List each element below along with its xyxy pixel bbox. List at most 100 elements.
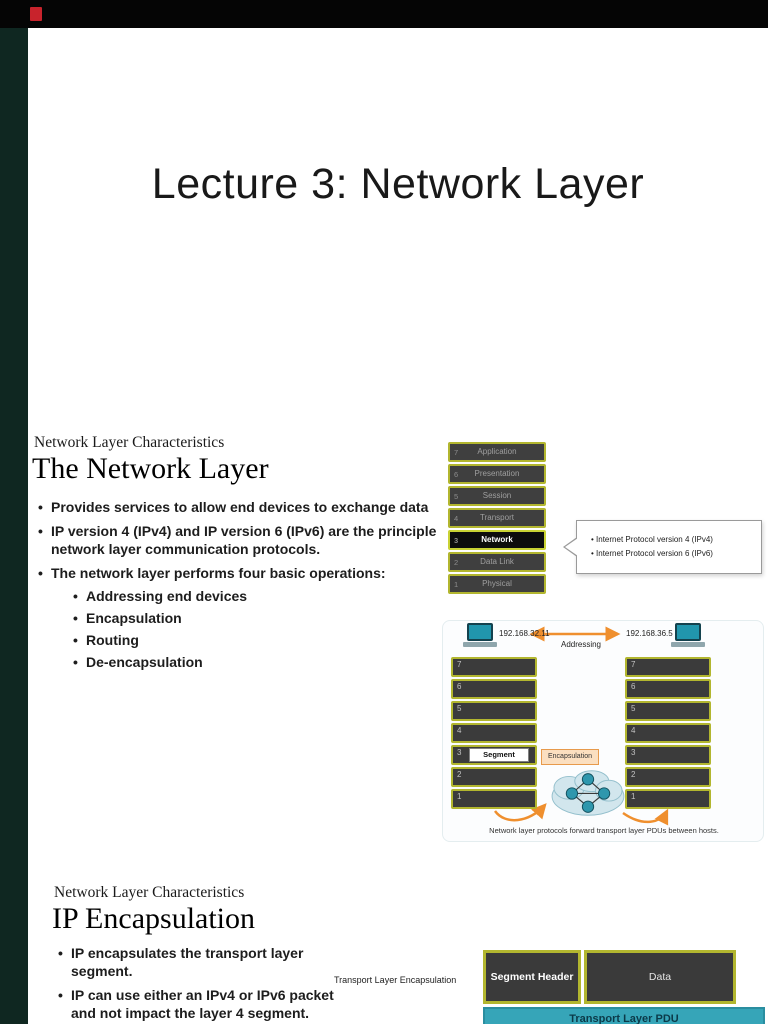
osi-layer-row: 2 Data Link bbox=[448, 552, 546, 572]
slide-kicker: Network Layer Characteristics bbox=[34, 434, 225, 451]
stack-row-number: 4 bbox=[457, 726, 462, 735]
stack-row: 4 bbox=[625, 723, 711, 743]
network-cloud-icon bbox=[551, 770, 625, 816]
osi-layer-row: 1 Physical bbox=[448, 574, 546, 594]
figure-label: Transport Layer Encapsulation bbox=[334, 975, 457, 985]
page-title: Lecture 3: Network Layer bbox=[151, 160, 645, 208]
document-page: Lecture 3: Network Layer Network Layer C… bbox=[28, 28, 768, 1024]
diagram-arrows-icon bbox=[493, 626, 669, 826]
layer-number: 2 bbox=[454, 558, 459, 567]
layer-number: 5 bbox=[454, 492, 459, 501]
slide-heading: The Network Layer bbox=[32, 452, 269, 485]
laptop-base bbox=[463, 642, 497, 647]
addressing-diagram: 192.168.32.11 Addressing 192.168.36.5 7 … bbox=[442, 620, 764, 842]
stack-row: 7 bbox=[451, 657, 537, 677]
stack-row-number: 1 bbox=[457, 792, 462, 801]
bullet-item: Provides services to allow end devices t… bbox=[34, 498, 450, 516]
stack-row: 2 bbox=[451, 767, 537, 787]
callout-item: Internet Protocol version 4 (IPv4) bbox=[591, 533, 753, 547]
viewer-logo-icon[interactable] bbox=[30, 7, 42, 21]
bullet-list: IP encapsulates the transport layer segm… bbox=[54, 944, 360, 1024]
bullet-text: IP version 4 (IPv4) and IP version 6 (IP… bbox=[51, 523, 437, 557]
bullet-item: The network layer performs four basic op… bbox=[34, 564, 450, 671]
layer-number: 6 bbox=[454, 470, 459, 479]
protocol-callout: Internet Protocol version 4 (IPv4) Inter… bbox=[563, 520, 762, 574]
encapsulation-label-box: Encapsulation bbox=[541, 749, 599, 765]
stack-row-number: 4 bbox=[631, 726, 636, 735]
layer-label: Application bbox=[477, 447, 517, 456]
stack-row: 1 bbox=[625, 789, 711, 809]
stack-row: 7 bbox=[625, 657, 711, 677]
laptop-screen bbox=[467, 623, 493, 641]
layer-number: 3 bbox=[454, 536, 459, 545]
addressing-arrow-label: Addressing bbox=[560, 640, 602, 649]
sub-bullet-item: Routing bbox=[71, 631, 450, 649]
segment-header-box: Segment Header bbox=[483, 950, 581, 1004]
osi-layer-row: 6 Presentation bbox=[448, 464, 546, 484]
laptop-screen bbox=[675, 623, 701, 641]
stack-row: 6 bbox=[625, 679, 711, 699]
stack-row-number: 5 bbox=[631, 704, 636, 713]
laptop-icon bbox=[671, 623, 705, 649]
stack-row-number: 1 bbox=[631, 792, 636, 801]
slide-kicker: Network Layer Characteristics bbox=[54, 884, 245, 901]
sub-bullet-item: Encapsulation bbox=[71, 609, 450, 627]
sub-bullet-item: De-encapsulation bbox=[71, 653, 450, 671]
stack-row-number: 2 bbox=[631, 770, 636, 779]
layer-label: Physical bbox=[482, 579, 512, 588]
callout-item: Internet Protocol version 6 (IPv6) bbox=[591, 547, 753, 561]
transport-pdu-bar: Transport Layer PDU bbox=[483, 1007, 765, 1024]
diagram-caption: Network layer protocols forward transpor… bbox=[489, 826, 719, 835]
layer-label: Transport bbox=[480, 513, 514, 522]
osi-layer-row-highlighted: 3 Network bbox=[448, 530, 546, 550]
stack-row: 1 bbox=[451, 789, 537, 809]
layer-number: 1 bbox=[454, 580, 459, 589]
layer-label: Data Link bbox=[480, 557, 514, 566]
bullet-item: IP encapsulates the transport layer segm… bbox=[54, 944, 360, 980]
layer-label: Presentation bbox=[474, 469, 520, 478]
bullet-text: The network layer performs four basic op… bbox=[51, 565, 386, 581]
stack-row: 3 Segment bbox=[451, 745, 537, 765]
stack-row: 3 bbox=[625, 745, 711, 765]
host-ip-right: 192.168.36.5 bbox=[626, 629, 673, 638]
stack-row-number: 3 bbox=[457, 748, 462, 757]
stack-row: 5 bbox=[625, 701, 711, 721]
stack-row: 5 bbox=[451, 701, 537, 721]
layer-number: 4 bbox=[454, 514, 459, 523]
sub-bullet-list: Addressing end devices Encapsulation Rou… bbox=[71, 587, 450, 671]
osi-stack-diagram: 7 Application 6 Presentation 5 Session 4 Tra… bbox=[448, 442, 546, 596]
bullet-item: IP can use either an IPv4 or IPv6 packet… bbox=[54, 986, 360, 1022]
viewer-sidebar bbox=[0, 28, 28, 1024]
bullet-text: Provides services to allow end devices t… bbox=[51, 499, 429, 515]
stack-row-number: 5 bbox=[457, 704, 462, 713]
stack-row: 2 bbox=[625, 767, 711, 787]
host-ip-left: 192.168.32.11 bbox=[499, 629, 550, 638]
stack-row: 4 bbox=[451, 723, 537, 743]
stack-row: 6 bbox=[451, 679, 537, 699]
bullet-item: IP version 4 (IPv4) and IP version 6 (IP… bbox=[34, 522, 450, 558]
slide-heading: IP Encapsulation bbox=[52, 902, 256, 935]
protocol-stack-left: 7 6 5 4 3 Segment 2 1 bbox=[451, 657, 537, 811]
osi-layer-row: 5 Session bbox=[448, 486, 546, 506]
protocol-stack-right: 7 6 5 4 3 2 1 bbox=[625, 657, 711, 811]
osi-layer-row: 4 Transport bbox=[448, 508, 546, 528]
bullet-text: IP can use either an IPv4 or IPv6 packet… bbox=[71, 987, 334, 1021]
stack-row-number: 3 bbox=[631, 748, 636, 757]
layer-label: Network bbox=[481, 535, 513, 544]
stack-row-number: 6 bbox=[457, 682, 462, 691]
layer-label: Session bbox=[482, 491, 512, 500]
stack-row-number: 6 bbox=[631, 682, 636, 691]
laptop-icon bbox=[463, 623, 497, 649]
stack-row-number: 2 bbox=[457, 770, 462, 779]
data-box: Data bbox=[584, 950, 736, 1004]
bullet-text: IP encapsulates the transport layer segm… bbox=[71, 945, 304, 979]
osi-layer-row: 7 Application bbox=[448, 442, 546, 462]
sub-bullet-item: Addressing end devices bbox=[71, 587, 450, 605]
stack-row-number: 7 bbox=[631, 660, 636, 669]
segment-box: Segment bbox=[469, 748, 529, 762]
laptop-base bbox=[671, 642, 705, 647]
bullet-list: Provides services to allow end devices t… bbox=[34, 498, 450, 677]
stack-row-number: 7 bbox=[457, 660, 462, 669]
layer-number: 7 bbox=[454, 448, 459, 457]
viewer-topbar bbox=[0, 0, 768, 28]
